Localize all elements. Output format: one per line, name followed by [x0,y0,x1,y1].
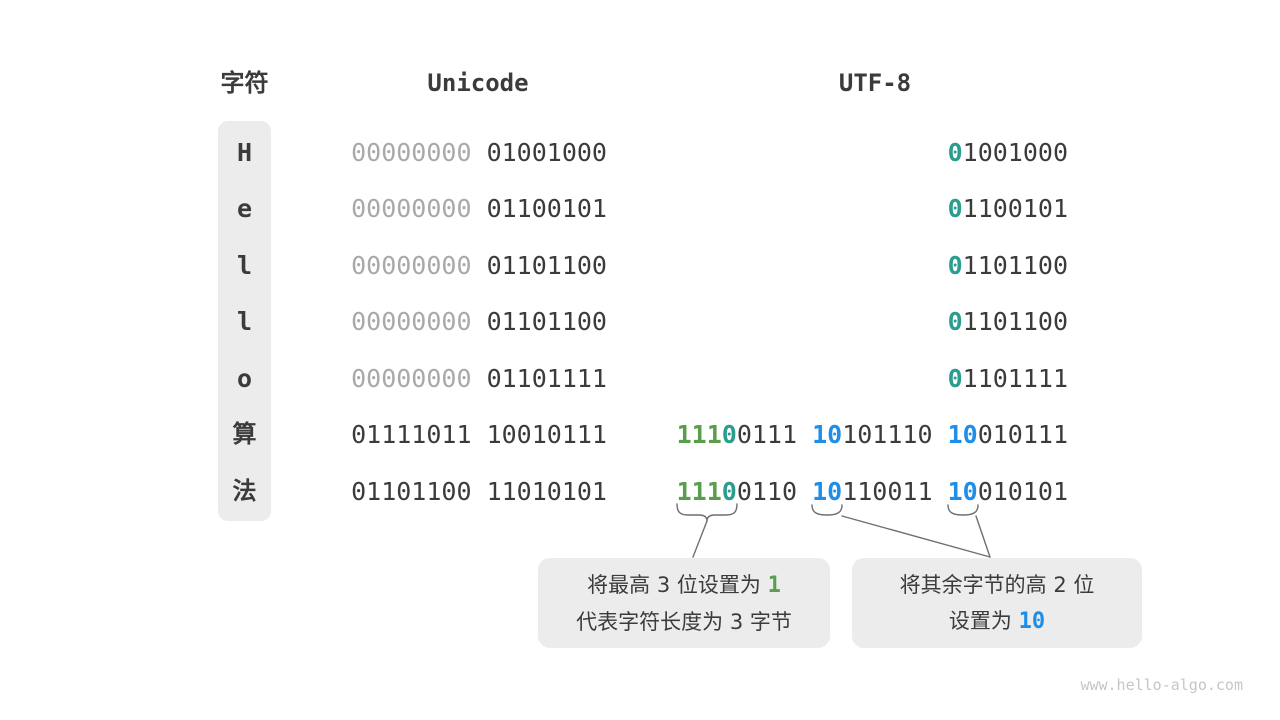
binary-segment: 0111 [736,420,798,449]
binary-segment: 010101 [977,476,1068,506]
utf8-cell: 01101111 [618,350,1068,407]
watermark: www.hello-algo.com [1080,676,1243,694]
connector-line-cont2 [841,515,991,558]
binary-segment: 010111 [977,420,1068,449]
binary-segment: 01111011 [351,420,472,449]
character-cell: 算 [232,420,257,448]
unicode-cell: 01101100 11010101 [307,463,607,520]
binary-segment: 1101111 [962,363,1068,393]
callout-cont-line2: 设置为 10 [948,608,1046,634]
binary-segment: 0 [947,307,963,336]
binary-segment: 0110 [736,476,798,506]
binary-segment: 01001000 [486,137,607,167]
character-cell: l [236,307,253,336]
callout-lead-line1: 将最高 3 位设置为 1 [587,572,781,598]
binary-segment: 00000000 [351,250,472,280]
unicode-cell: 00000000 01101100 [307,293,607,350]
binary-segment: 1101100 [962,250,1068,280]
binary-segment: 101110 [842,420,933,449]
binary-segment: 10 [812,420,843,449]
utf8-cell: 01101100 [618,237,1068,294]
connector-line-lead [692,520,708,558]
binary-segment: 10010111 [486,420,607,449]
binary-segment: 00000000 [351,194,472,223]
binary-segment: 00000000 [351,307,472,336]
binary-segment: 0 [947,363,963,393]
unicode-cell: 01111011 10010111 [307,406,607,463]
binary-segment: 01100101 [486,194,607,223]
binary-segment: 00000000 [351,363,472,393]
binary-segment: 111 [676,420,722,449]
binary-segment: 110011 [842,476,933,506]
binary-segment: 10 [947,420,978,449]
unicode-cell: 00000000 01001000 [307,124,607,181]
binary-segment: 0 [947,194,963,223]
binary-segment: 0 [947,250,963,280]
utf8-cell: 01101100 [618,293,1068,350]
callout-cont-line1: 将其余字节的高 2 位 [899,572,1095,597]
utf8-cell: 01100101 [618,180,1068,237]
character-cell: e [236,194,253,223]
binary-segment: 1100101 [962,194,1068,223]
binary-segment: 00000000 [351,137,472,167]
binary-segment: 01101100 [486,250,607,280]
binary-segment: 0 [721,420,737,449]
callout-lead-byte-rule: 将最高 3 位设置为 1 代表字符长度为 3 字节 [538,558,830,648]
binary-segment: 10 [947,476,978,506]
binary-segment: 111 [676,476,722,506]
binary-segment: 11010101 [486,476,607,506]
character-cell: l [236,250,253,280]
utf8-cell: 11100110 10110011 10010101 [618,463,1068,520]
utf8-cell: 01001000 [618,124,1068,181]
header-utf8-column: UTF-8 [838,69,912,97]
binary-segment: 1001000 [962,137,1068,167]
unicode-cell: 00000000 01101111 [307,350,607,407]
unicode-cell: 00000000 01100101 [307,180,607,237]
binary-segment: 01101100 [486,307,607,336]
binary-segment: 10 [812,476,843,506]
character-cell: H [236,137,253,167]
binary-segment: 1101100 [962,307,1068,336]
unicode-cell: 00000000 01101100 [307,237,607,294]
character-cell: o [236,363,253,393]
binary-segment: 0 [721,476,737,506]
binary-segment: 01101111 [486,363,607,393]
callout-lead-line2: 代表字符长度为 3 字节 [576,609,792,634]
highlight-bits-10: 10 [1018,608,1046,634]
binary-segment: 0 [947,137,963,167]
highlight-bit-1: 1 [767,572,781,598]
char-column-background [218,121,271,521]
connector-line-cont3 [975,515,991,558]
binary-segment: 01101100 [351,476,472,506]
header-char-column: 字符 [220,69,269,97]
callout-continuation-rule: 将其余字节的高 2 位 设置为 10 [852,558,1142,648]
character-cell: 法 [232,476,257,505]
header-unicode-column: Unicode [427,69,529,97]
utf8-cell: 11100111 10101110 10010111 [618,406,1068,463]
